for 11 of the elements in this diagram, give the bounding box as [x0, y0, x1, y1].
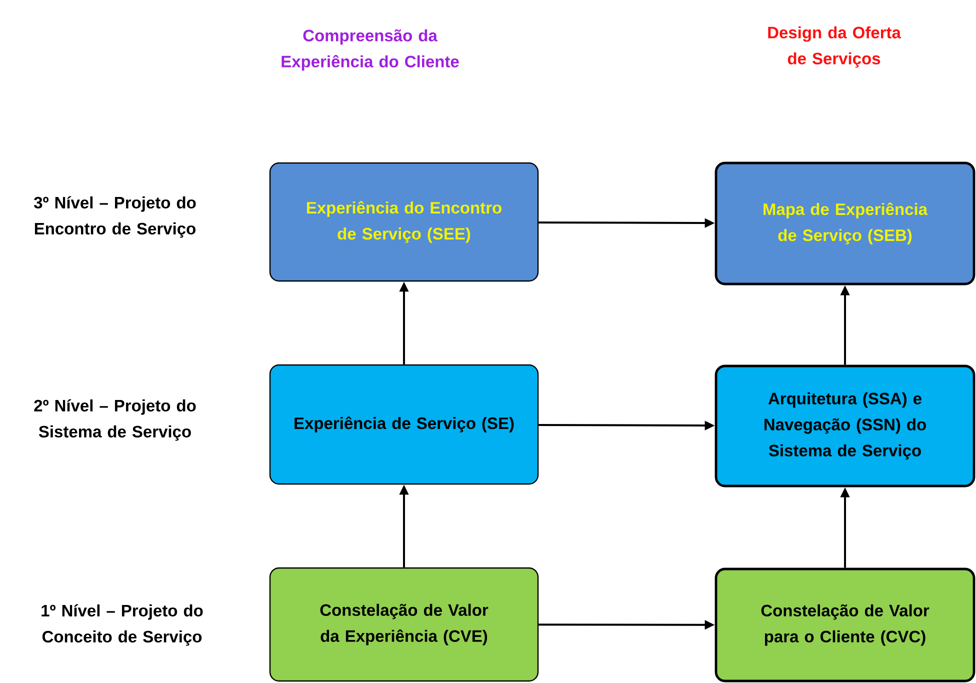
column-heading: Compreensão da Experiência do Cliente [282, 29, 459, 71]
process-box: Constelação de Valor para o Cliente (CVC) [714, 568, 976, 682]
row-label: 3º Nível – Projeto do Encontro de Serviço [34, 196, 196, 238]
process-box: Constelação de Valor da Experiência (CVE) [269, 567, 539, 682]
row-label: 2º Nível – Projeto do Sistema de Serviço [34, 399, 196, 441]
process-box: Mapa de Experiência de Serviço (SEB) [714, 162, 976, 286]
process-box: Experiência do Encontro de Serviço (SEE) [269, 162, 539, 282]
column-heading: Design da Oferta de Serviços [768, 26, 902, 68]
process-box: Arquitetura (SSA) e Navegação (SSN) do Sistema de Serviço [714, 364, 976, 488]
process-box: Experiência de Serviço (SE) [269, 364, 539, 485]
row-label: 1º Nível – Projeto do Conceito de Serviço [42, 604, 203, 646]
